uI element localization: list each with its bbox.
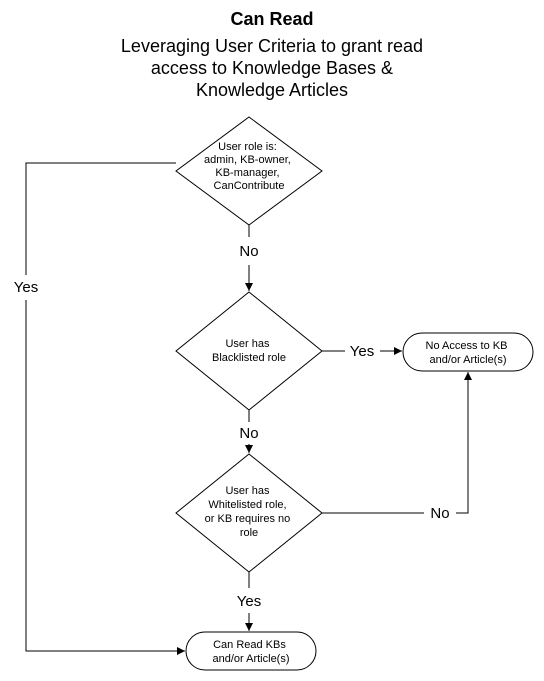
decision-user-role-text: User role is: admin, KB-owner, KB-manage… <box>204 141 294 192</box>
edge-d3-no-arrow <box>456 372 472 514</box>
subtitle-line-2: access to Knowledge Bases & <box>150 58 394 78</box>
terminal-no-access-line: and/or Article(s) <box>429 354 506 366</box>
edge-d1-yes-line-bottom <box>25 300 185 655</box>
subtitle-line-3: Knowledge Articles <box>195 80 349 100</box>
decision-whitelisted-line: or KB requires no <box>205 513 291 525</box>
terminal-can-read-shape <box>185 631 317 671</box>
decision-whitelisted-line: role <box>240 527 258 539</box>
decision-whitelisted-line: User has <box>225 485 270 497</box>
terminal-no-access-line: No Access to KB <box>426 340 508 352</box>
edge-d1-yes-line-top <box>25 162 176 275</box>
decision-user-role-line: admin, KB-owner, <box>204 154 291 166</box>
decision-blacklisted-line: Blacklisted role <box>212 352 286 364</box>
decision-whitelisted-line: Whitelisted role, <box>208 499 286 511</box>
diagram-subtitle: Leveraging User Criteria to grant read a… <box>0 35 544 101</box>
decision-user-role-line: CanContribute <box>214 180 285 192</box>
edge-d2-yes-label: Yes <box>350 343 374 360</box>
terminal-no-access-shape <box>402 332 534 372</box>
decision-whitelisted-text: User has Whitelisted role, or KB require… <box>205 485 294 539</box>
edge-d2-no-label: No <box>239 425 258 442</box>
decision-user-role-line: User role is: <box>218 141 277 153</box>
decision-blacklisted-text: User has Blacklisted role <box>212 338 286 364</box>
decision-user-role-line: KB-manager, <box>215 167 279 179</box>
diagram-title: Can Read <box>230 9 314 29</box>
edge-d3-yes-label: Yes <box>237 593 261 610</box>
terminal-can-read-line: and/or Article(s) <box>212 653 289 665</box>
subtitle-line-1: Leveraging User Criteria to grant read <box>120 36 424 56</box>
terminal-can-read-text: Can Read KBs and/or Article(s) <box>212 639 289 665</box>
terminal-no-access-text: No Access to KB and/or Article(s) <box>426 340 511 366</box>
terminal-can-read-line: Can Read KBs <box>213 639 286 651</box>
edge-d1-no-label: No <box>239 243 258 260</box>
decision-blacklisted-shape <box>175 291 323 411</box>
edge-d3-no-label: No <box>430 505 449 522</box>
edge-d1-yes-label: Yes <box>14 279 38 296</box>
decision-blacklisted-line: User has <box>225 338 270 350</box>
